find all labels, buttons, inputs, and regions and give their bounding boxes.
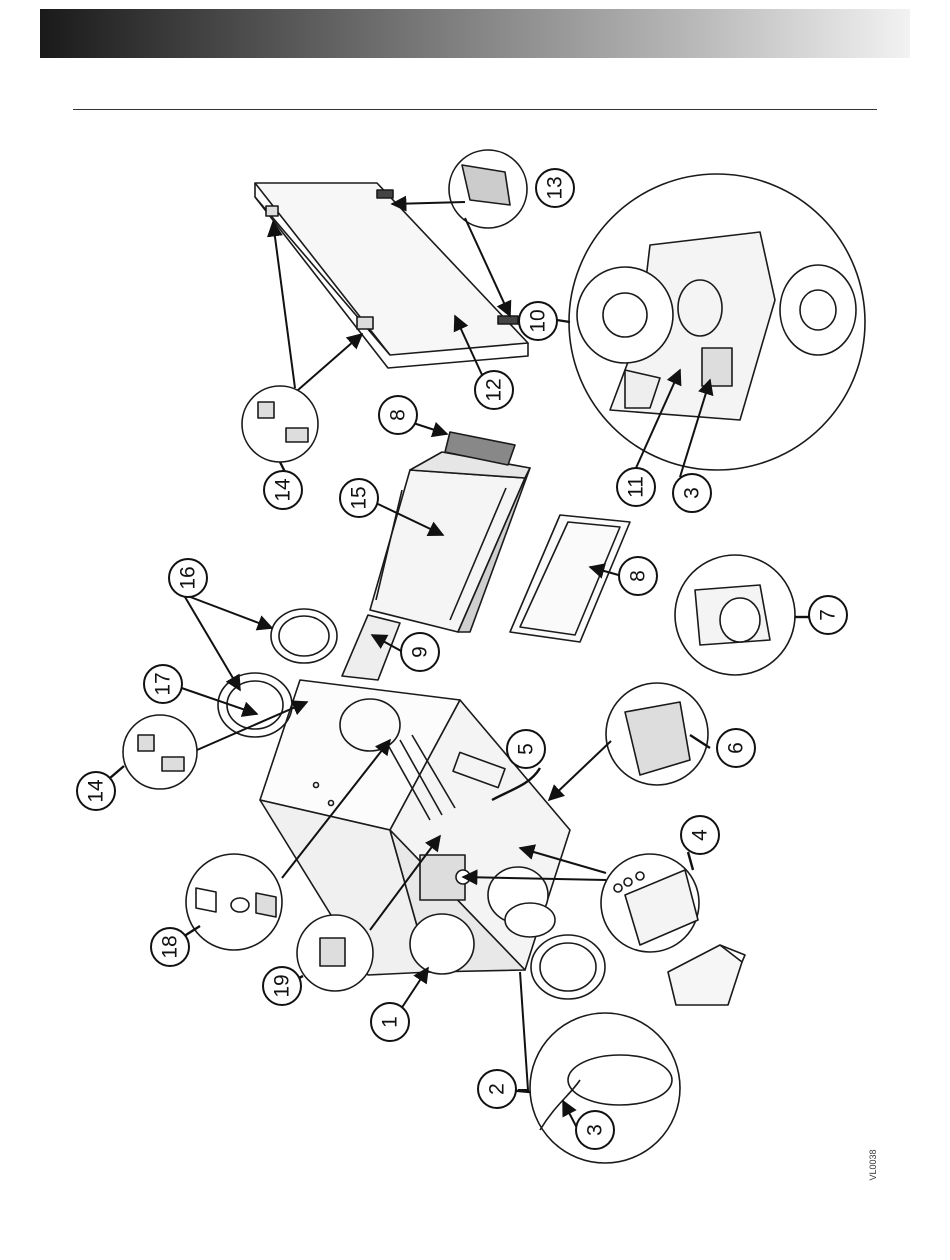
callout-13: 13 xyxy=(536,169,574,207)
callout-number: 6 xyxy=(725,742,748,754)
callout-number: 1 xyxy=(379,1016,402,1028)
callout-number: 11 xyxy=(625,476,648,498)
callout-number: 4 xyxy=(689,829,712,841)
callout-number: 8 xyxy=(387,409,410,421)
callout-2: 2 xyxy=(478,1070,516,1108)
heat-exchanger-core xyxy=(370,432,530,632)
electronic-box xyxy=(668,945,745,1005)
callout-8a: 8 xyxy=(379,396,417,434)
switch-sketch xyxy=(320,938,345,966)
callout-7: 7 xyxy=(809,596,847,634)
callout-number: 10 xyxy=(527,309,550,332)
callout-10: 10 xyxy=(519,302,557,340)
callout-9: 9 xyxy=(401,633,439,671)
drawing-code: VL0038 xyxy=(868,1149,878,1180)
callout-18: 18 xyxy=(151,928,189,966)
callout-number: 2 xyxy=(486,1083,509,1095)
callout-number: 19 xyxy=(271,974,294,997)
filter-frame xyxy=(510,515,630,642)
callout-8b: 8 xyxy=(619,557,657,595)
callout-number: 3 xyxy=(681,487,704,499)
callout-number: 16 xyxy=(177,566,200,589)
callout-15: 15 xyxy=(340,479,378,517)
callout-1: 1 xyxy=(371,1003,409,1041)
callout-number: 14 xyxy=(272,478,295,502)
callout-number: 18 xyxy=(159,935,182,958)
condensate-tray xyxy=(342,615,400,680)
callout-number: 12 xyxy=(483,378,506,401)
callout-number: 15 xyxy=(348,486,371,509)
callout-number: 17 xyxy=(152,672,175,695)
callout-number: 5 xyxy=(515,743,538,755)
callout-3a: 3 xyxy=(576,1111,614,1149)
motor-sketch xyxy=(695,585,770,645)
detail-circle-14-left xyxy=(123,715,197,789)
callout-number: 13 xyxy=(544,176,567,199)
callout-4: 4 xyxy=(681,816,719,854)
callout-14b: 14 xyxy=(77,772,115,810)
callout-11: 11 xyxy=(617,468,655,506)
callout-number: 9 xyxy=(409,646,432,658)
callout-16: 16 xyxy=(169,559,207,597)
callout-number: 8 xyxy=(627,570,650,582)
callout-6: 6 xyxy=(717,729,755,767)
callout-17: 17 xyxy=(144,665,182,703)
callout-12: 12 xyxy=(475,371,513,409)
callout-number: 14 xyxy=(85,779,108,803)
callout-number: 3 xyxy=(584,1124,607,1136)
detail-circle-14-top xyxy=(242,386,318,462)
connector-sketch-13 xyxy=(462,165,510,205)
callout-5: 5 xyxy=(507,730,545,768)
callout-19: 19 xyxy=(263,967,301,1005)
callout-3b: 3 xyxy=(673,474,711,512)
callout-14a: 14 xyxy=(264,471,302,509)
callout-number: 7 xyxy=(817,609,840,621)
